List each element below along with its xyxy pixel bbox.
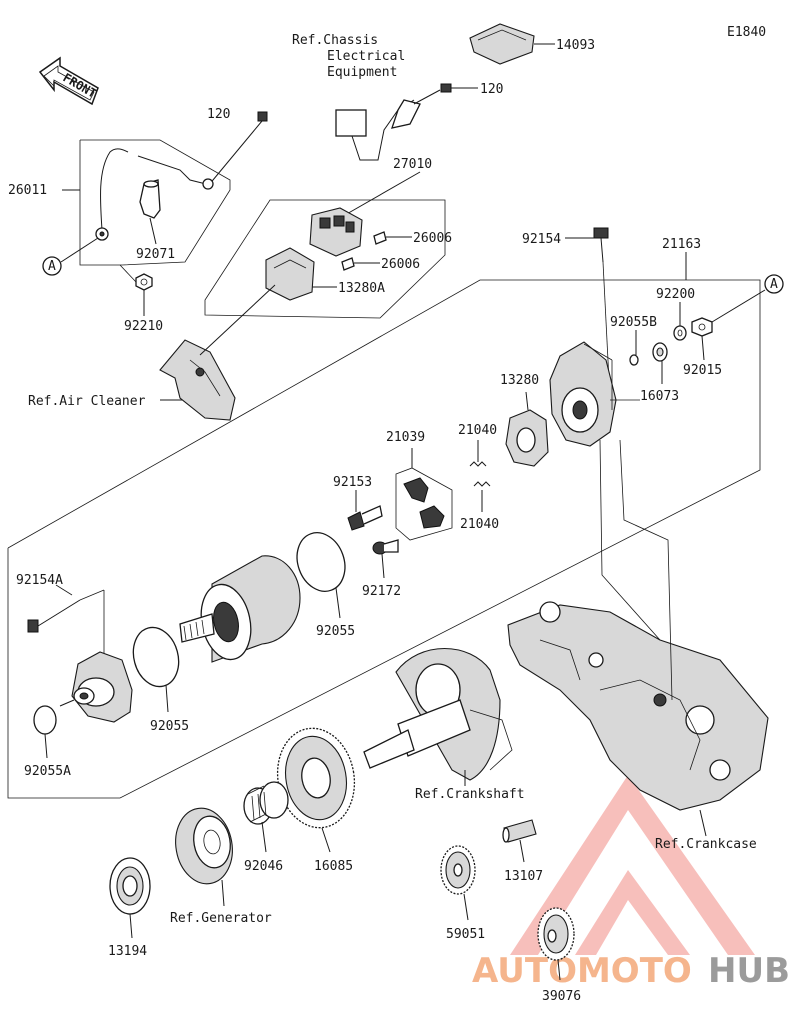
part-92200-washer [673, 302, 687, 341]
part-26006-fuse-b [341, 257, 380, 271]
part-21040-spring-b [473, 481, 491, 512]
part-26011-cable [95, 148, 214, 241]
label-26011: 26011 [8, 183, 47, 198]
label-13194: 13194 [108, 944, 147, 959]
part-92172-screw [372, 539, 399, 579]
label-92172: 92172 [362, 584, 401, 599]
crankshaft [363, 647, 513, 786]
crankcase [507, 601, 769, 837]
part-16073-bushing [652, 342, 668, 384]
label-59051: 59051 [446, 927, 485, 942]
label-92055B: 92055B [610, 315, 657, 330]
ref-crankshaft: Ref.Crankshaft [415, 787, 525, 802]
starter-end-cover [549, 341, 617, 447]
part-92153-screw [347, 490, 383, 531]
part-39076-gear [537, 907, 575, 981]
callout-a-left[interactable]: A [42, 237, 99, 276]
callout-a-left-letter: A [48, 259, 56, 274]
part-92055-oring-right [296, 532, 346, 619]
part-16085-gear [276, 727, 356, 853]
label-16073: 16073 [640, 389, 679, 404]
relay-box-outline [204, 199, 446, 319]
label-21039: 21039 [386, 430, 425, 445]
part-21039-brush [403, 477, 445, 529]
ref-generator: Ref.Generator [170, 911, 272, 926]
generator-rotor [175, 807, 233, 907]
label-120-left: 120 [207, 107, 230, 122]
ref-chassis-line2: Electrical [327, 49, 405, 64]
ref-chassis-line1: Ref.Chassis [292, 33, 378, 48]
starter-motor-yoke [179, 555, 301, 663]
label-16085: 16085 [314, 859, 353, 874]
part-13280A-holder [265, 247, 337, 301]
label-120-right: 120 [480, 82, 503, 97]
part-92210-nut [135, 273, 153, 316]
ref-crankcase: Ref.Crankcase [655, 837, 757, 852]
callout-a-right[interactable]: A [711, 274, 784, 323]
outline-26011-right [120, 139, 231, 266]
label-92154A: 92154A [16, 573, 63, 588]
label-21163: 21163 [662, 237, 701, 252]
part-92055-oring-left [132, 626, 180, 713]
label-92055A: 92055A [24, 764, 71, 779]
label-92055-left: 92055 [150, 719, 189, 734]
air-cleaner-bracket [159, 339, 236, 421]
label-13280A: 13280A [338, 281, 385, 296]
label-92153: 92153 [333, 475, 372, 490]
label-92071: 92071 [136, 247, 175, 262]
label-21040-b: 21040 [460, 517, 499, 532]
part-13280-brush-plate [505, 391, 549, 467]
part-26006-fuse-a [373, 231, 412, 245]
bolt-120-right [440, 83, 478, 93]
part-14093-cover [469, 23, 555, 65]
label-21040-a: 21040 [458, 423, 497, 438]
front-arrow-icon: FRONT [38, 56, 99, 106]
part-92055A-oring [33, 705, 57, 759]
watermark-logo: AUTOMOTO HUB [472, 775, 790, 991]
callout-a-right-letter: A [770, 277, 778, 292]
label-92210: 92210 [124, 319, 163, 334]
label-92200: 92200 [656, 287, 695, 302]
part-27010-relay [309, 207, 363, 257]
part-13194-clutch [109, 857, 151, 939]
watermark-auto-text: AUTOMOTO [472, 951, 692, 991]
bracket-21039 [395, 467, 453, 541]
part-92015-nut [691, 317, 713, 361]
label-92154: 92154 [522, 232, 561, 247]
bracket-26011 [79, 139, 122, 266]
label-13280: 13280 [500, 373, 539, 388]
part-92055B-oring [629, 330, 639, 366]
label-26006-a: 26006 [413, 231, 452, 246]
starter-box-outline [7, 279, 761, 799]
part-92071-boot [139, 179, 161, 245]
ref-air-cleaner: Ref.Air Cleaner [28, 394, 146, 409]
part-59051-gear [440, 845, 476, 921]
label-13107: 13107 [504, 869, 543, 884]
label-92046: 92046 [244, 859, 283, 874]
starter-front-cover [59, 651, 133, 723]
label-92055-right: 92055 [316, 624, 355, 639]
part-13107-shaft [502, 819, 537, 863]
watermark-hub-text: HUB [708, 951, 790, 991]
part-92154A-bolt [27, 584, 105, 660]
label-26006-b: 26006 [381, 257, 420, 272]
label-39076: 39076 [542, 989, 581, 1004]
label-14093: 14093 [556, 38, 595, 53]
bolt-120-left [257, 111, 268, 122]
part-21040-spring-a [469, 440, 487, 467]
label-92015: 92015 [683, 363, 722, 378]
part-92046-bearing [243, 781, 289, 853]
chassis-connector [335, 89, 441, 161]
label-27010: 27010 [393, 157, 432, 172]
diagram-code: E1840 [727, 25, 766, 40]
ref-chassis-line3: Equipment [327, 65, 397, 80]
